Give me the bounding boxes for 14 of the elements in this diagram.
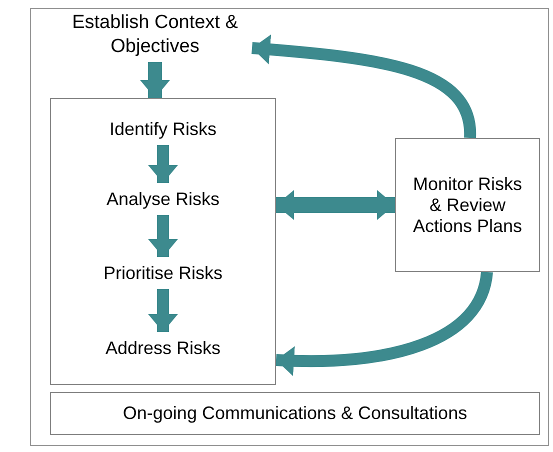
step-label: Prioritise Risks (51, 257, 275, 289)
process-box: On-going Communications & Consultations (50, 392, 540, 435)
step-label: Address Risks (51, 332, 275, 364)
block-arrow (276, 270, 493, 376)
block-arrow (148, 289, 178, 332)
block-arrow (148, 145, 178, 183)
block-arrow (276, 190, 395, 220)
step-label: Establish Context & Objectives (60, 8, 250, 62)
block-arrow (148, 215, 178, 257)
container-box (50, 98, 276, 385)
process-box: Monitor Risks & Review Actions Plans (395, 138, 540, 272)
block-arrow (140, 62, 170, 98)
step-label: Identify Risks (51, 113, 275, 145)
step-label: Analyse Risks (51, 183, 275, 215)
